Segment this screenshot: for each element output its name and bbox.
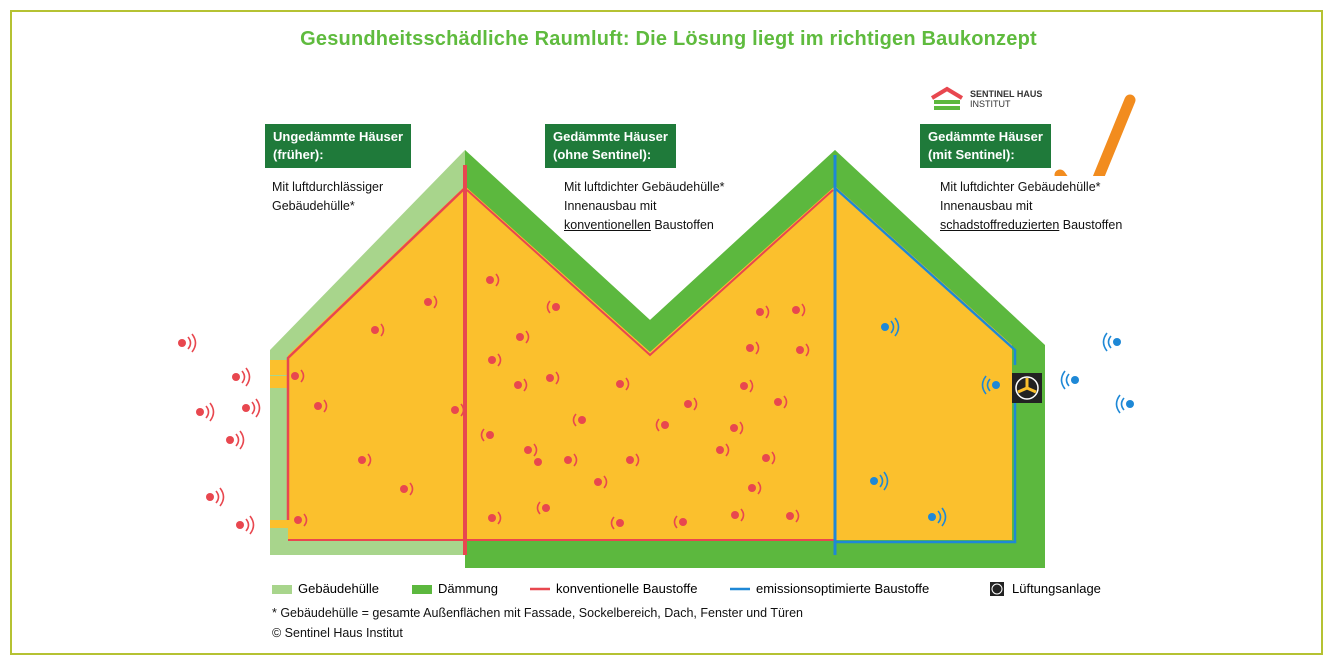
- panel-middle-title-2: (ohne Sentinel):: [553, 147, 652, 162]
- panel-right-underlined: schadstoffreduzierten: [940, 218, 1060, 232]
- panel-middle-title-1: Gedämmte Häuser: [553, 129, 668, 144]
- panel-middle-underlined: konventionellen: [564, 218, 651, 232]
- footnote: * Gebäudehülle = gesamte Außenflächen mi…: [272, 606, 803, 620]
- panel-right-line-2: Innenausbau mit: [940, 199, 1033, 213]
- panel-right-title-1: Gedämmte Häuser: [928, 129, 1043, 144]
- panel-middle-title: Gedämmte Häuser (ohne Sentinel):: [545, 124, 676, 168]
- legend-huelle-swatch: [272, 585, 292, 594]
- red-emission-waves: [187, 273, 810, 535]
- blue-emission-dots: [870, 323, 1134, 521]
- conventional-line-left: [286, 187, 466, 520]
- panel-right-title-2: (mit Sentinel):: [928, 147, 1015, 162]
- panel-middle-rest: Baustoffen: [650, 218, 714, 232]
- panel-right-rest: Baustoffen: [1059, 218, 1123, 232]
- panel-middle-line-1: Mit luftdichter Gebäudehülle*: [564, 180, 725, 194]
- panel-right-body: Mit luftdichter Gebäudehülle* Innenausba…: [936, 176, 1127, 237]
- sentinel-logo: SENTINEL HAUS INSTITUT: [930, 86, 1042, 112]
- house-interior: [270, 186, 465, 540]
- copyright: © Sentinel Haus Institut: [272, 626, 403, 640]
- panel-left-line-2: Gebäudehülle*: [272, 199, 355, 213]
- panel-left-line-1: Mit luftdurchlässiger: [272, 180, 384, 194]
- legend-daemmung-swatch: [412, 585, 432, 594]
- panel-left-body: Mit luftdurchlässiger Gebäudehülle*: [268, 176, 388, 218]
- logo-line2: INSTITUT: [970, 99, 1011, 109]
- panel-middle-body: Mit luftdichter Gebäudehülle* Innenausba…: [560, 176, 729, 237]
- left-wall-gap: [270, 375, 288, 523]
- emission-line-bottom: [835, 400, 1017, 544]
- panel-right-title: Gedämmte Häuser (mit Sentinel):: [920, 124, 1051, 168]
- left-opening: [270, 376, 290, 388]
- panel-right-line-3: schadstoffreduzierten Baustoffen: [940, 216, 1122, 235]
- ventilation-unit-icon: [1012, 373, 1042, 403]
- emission-line: [834, 187, 1017, 365]
- legend-lueftung-label: Lüftungsanlage: [1012, 581, 1101, 596]
- panel-left-title-2: (früher):: [273, 147, 324, 162]
- house-logo-icon: [930, 86, 964, 110]
- panel-middle-line-2: Innenausbau mit: [564, 199, 657, 213]
- panel-middle-line-3: konventionellen Baustoffen: [564, 216, 725, 235]
- house-interior-middle: [465, 186, 835, 540]
- outer-frame: [10, 10, 1323, 655]
- legend-daemmung-label: Dämmung: [438, 581, 498, 596]
- red-emission-dots: [178, 276, 804, 529]
- left-opening-2: [270, 520, 290, 528]
- panel-left-title-1: Ungedämmte Häuser: [273, 129, 404, 144]
- legend-konventionell-label: konventionelle Baustoffe: [556, 581, 698, 596]
- legend-huelle-label: Gebäudehülle: [298, 581, 379, 596]
- panel-left-title: Ungedämmte Häuser (früher):: [265, 124, 412, 168]
- house-interior-right: [835, 186, 1012, 540]
- panel-right-line-1: Mit luftdichter Gebäudehülle*: [940, 180, 1101, 194]
- page-title: Gesundheitsschädliche Raumluft: Die Lösu…: [300, 28, 1037, 50]
- legend-emission-label: emissionsoptimierte Baustoffe: [756, 581, 930, 596]
- legend-ventilation-icon: [990, 582, 1004, 596]
- conventional-roof-middle: [466, 189, 834, 357]
- blue-emission-waves: [879, 317, 1125, 527]
- logo-line1: SENTINEL HAUS: [970, 89, 1043, 99]
